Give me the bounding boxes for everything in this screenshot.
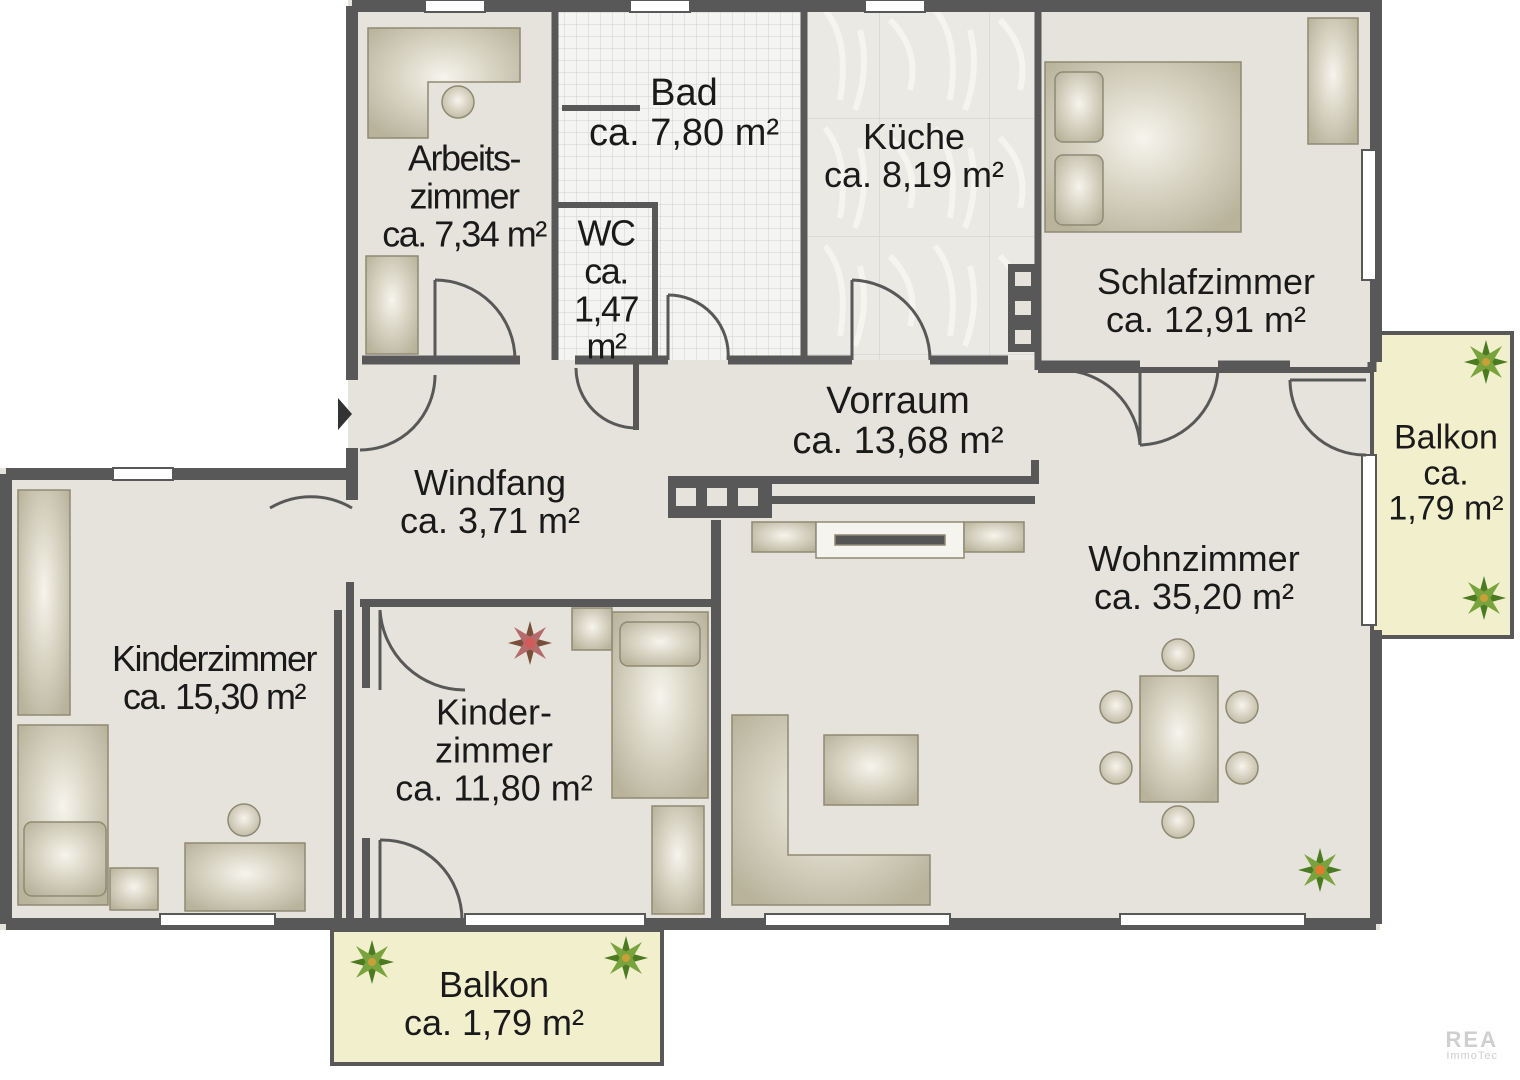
room-label-vorraum: Vorraum ca. 13,68 m² bbox=[792, 380, 1004, 462]
room-label-bad: Bad ca. 7,80 m² bbox=[588, 72, 780, 154]
room-label-schlafzimmer: Schlafzimmer ca. 12,91 m² bbox=[1096, 261, 1316, 340]
room-label-kueche: Küche ca. 8,19 m² bbox=[823, 116, 1005, 195]
plant-icon bbox=[1464, 340, 1508, 384]
bathroom-tiles bbox=[558, 10, 804, 360]
windows bbox=[112, 0, 1377, 927]
plants bbox=[350, 340, 1508, 984]
walls bbox=[0, 0, 1382, 930]
plant-icon bbox=[604, 936, 648, 980]
room-label-balkon-bottom: Balkon ca. 1,79 m² bbox=[403, 964, 585, 1043]
plant-icon bbox=[1298, 848, 1342, 892]
plant-icon bbox=[350, 940, 394, 984]
vent-boxes bbox=[668, 264, 1038, 518]
furniture bbox=[17, 17, 1359, 915]
room-label-windfang: Windfang ca. 3,71 m² bbox=[399, 462, 581, 541]
room-label-kinderzimmer-mid: Kinder- zimmer ca. 11,80 m² bbox=[395, 691, 593, 808]
door-swings bbox=[269, 278, 1367, 921]
plant-icon bbox=[508, 621, 552, 665]
plant-icon bbox=[1462, 576, 1506, 620]
room-label-balkon-right: Balkon ca. 1,79 m² bbox=[1388, 418, 1504, 528]
balcony-right-floor bbox=[1370, 331, 1514, 639]
entrance-arrow-icon bbox=[338, 398, 352, 430]
kitchen-floor bbox=[806, 10, 1034, 360]
room-label-wc: WC ca. 1,47 m² bbox=[573, 212, 640, 367]
watermark-logo: REA ImmoTec bbox=[1445, 1027, 1498, 1062]
room-label-arbeitszimmer: Arbeits- zimmer ca. 7,34 m² bbox=[382, 137, 547, 254]
room-label-wohnzimmer: Wohnzimmer ca. 35,20 m² bbox=[1088, 538, 1300, 617]
room-label-kinderzimmer-left: Kinderzimmer ca. 15,30 m² bbox=[111, 638, 318, 717]
